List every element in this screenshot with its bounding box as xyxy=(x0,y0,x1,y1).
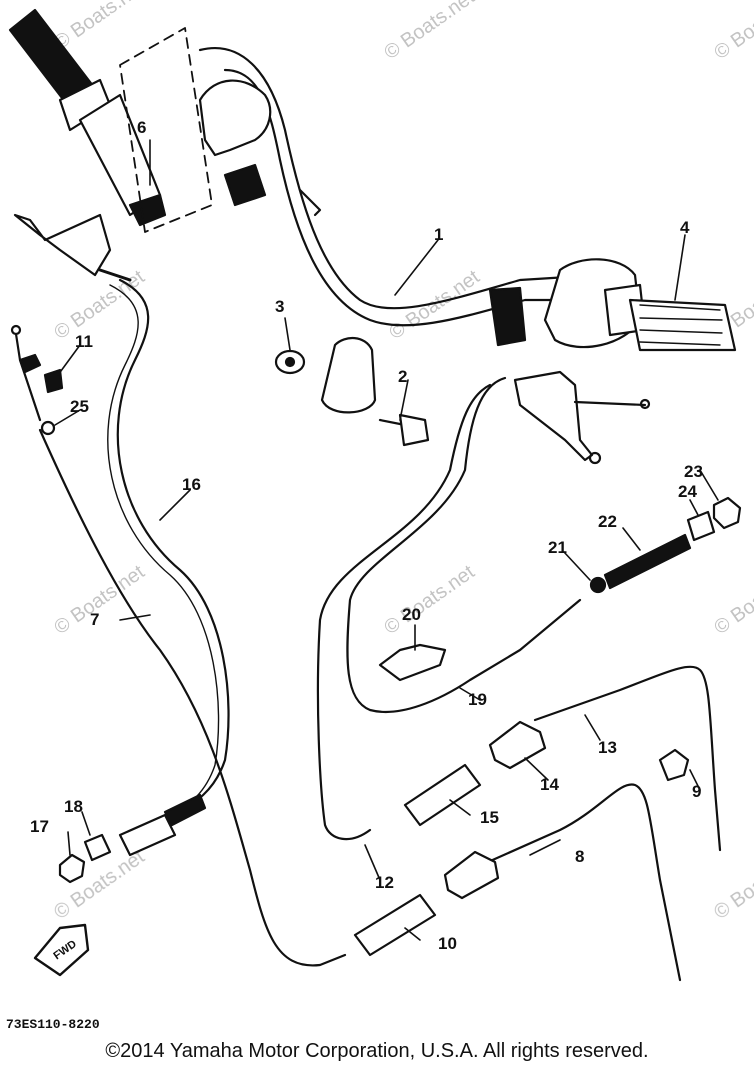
part-label: 13 xyxy=(598,738,617,757)
cable-part-19 xyxy=(346,376,582,714)
part-label: 18 xyxy=(64,797,83,816)
collar-part-24 xyxy=(686,510,716,542)
part-label: 23 xyxy=(684,462,703,481)
grip-dashed-box xyxy=(119,27,213,233)
collar-part-18 xyxy=(83,833,112,862)
right-lever-bracket xyxy=(513,370,651,465)
handlebar xyxy=(198,47,642,414)
fwd-arrow xyxy=(33,923,90,977)
part-label: 9 xyxy=(692,782,701,801)
part-label: 11 xyxy=(75,332,93,351)
watermark: © Boats.net xyxy=(710,846,754,924)
cable-part-12 xyxy=(316,383,492,841)
part-label: 8 xyxy=(575,847,584,866)
part-label: 17 xyxy=(30,817,49,836)
bolt-part-2 xyxy=(378,413,430,447)
cable-part-13 xyxy=(533,665,722,852)
diagram-code: 73ES110-8220 xyxy=(6,1017,100,1032)
leader-lines xyxy=(54,139,719,941)
watermark: © Boats.net xyxy=(380,0,479,64)
right-grip xyxy=(603,283,737,352)
part-label: 21 xyxy=(548,538,567,557)
part-label: 2 xyxy=(398,367,407,386)
watermarks: © Boats.net © Boats.net © Boats.net © Bo… xyxy=(50,0,754,924)
watermark: © Boats.net xyxy=(710,0,754,64)
part-label: 1 xyxy=(434,225,443,244)
throttle-grip xyxy=(8,8,167,227)
part-label: 4 xyxy=(680,218,690,237)
part-label: 20 xyxy=(402,605,421,624)
watermark: © Boats.net xyxy=(50,561,149,639)
nut-part-17 xyxy=(58,853,86,884)
cable-part-8 xyxy=(468,783,682,982)
tube-part-10 xyxy=(353,893,437,957)
part-label: 10 xyxy=(438,934,457,953)
cap-part-9 xyxy=(658,748,690,782)
cable-part-16 xyxy=(116,278,230,817)
spring-part-22 xyxy=(603,533,692,590)
copyright-text: ©2014 Yamaha Motor Corporation, U.S.A. A… xyxy=(105,1040,649,1062)
part-label: 15 xyxy=(480,808,499,827)
part-label: 3 xyxy=(275,297,284,316)
left-lever-bracket xyxy=(13,213,132,282)
spring-end-part-21 xyxy=(589,576,607,594)
watermark: © Boats.net xyxy=(710,561,754,639)
cable-adjuster xyxy=(118,793,207,857)
watermark: © Boats.net xyxy=(50,0,149,54)
part-label: 14 xyxy=(540,775,559,794)
part-label: 19 xyxy=(468,690,487,709)
clamp-part-8 xyxy=(443,850,500,900)
clamp-part-14 xyxy=(488,720,547,770)
part-label: 16 xyxy=(182,475,201,494)
part-label: 6 xyxy=(137,118,146,137)
cable-end-fittings xyxy=(10,324,64,436)
nut-part-23 xyxy=(712,496,742,530)
part-label: 25 xyxy=(70,397,89,416)
holder-part-20 xyxy=(378,643,447,682)
watermark: © Boats.net xyxy=(385,266,484,344)
part-label: 12 xyxy=(375,873,394,892)
watermark: © Boats.net xyxy=(380,561,479,639)
tube-part-15 xyxy=(403,763,482,827)
part-label: 22 xyxy=(598,512,617,531)
part-label: 7 xyxy=(90,610,99,629)
cable-part-7 xyxy=(38,428,347,967)
part-labels: 1 2 3 4 6 7 8 9 10 11 12 13 14 15 16 17 … xyxy=(30,118,703,953)
watermark: © Boats.net xyxy=(50,266,149,344)
part-label: 24 xyxy=(678,482,697,501)
